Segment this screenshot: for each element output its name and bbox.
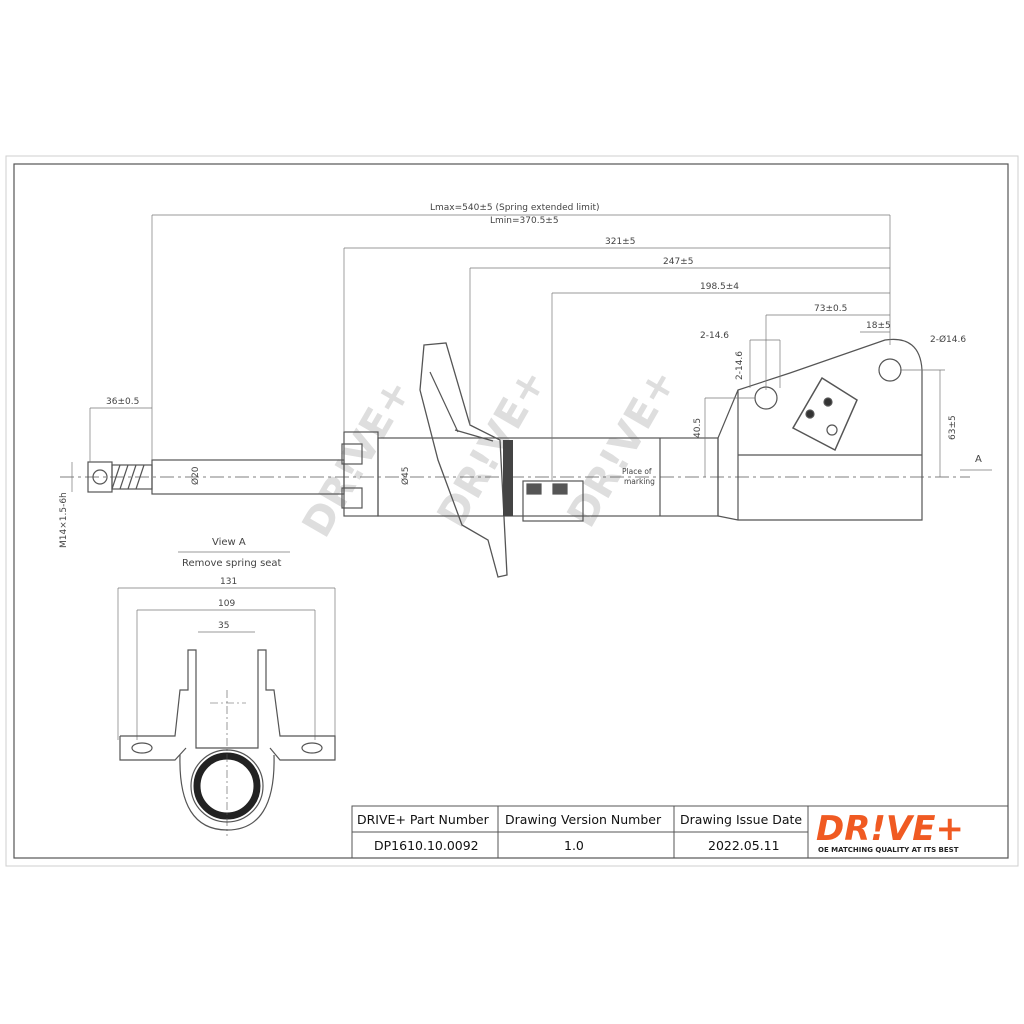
label-place-of-marking-2: marking: [624, 477, 655, 486]
title-block-version: 1.0: [564, 838, 584, 853]
marking-plate: [791, 376, 858, 452]
watermark-2: DR!VE+: [429, 361, 556, 535]
dim-40: 40.5: [693, 418, 703, 438]
dim-73: 73±0.5: [814, 304, 847, 314]
mount-hole-left: [754, 386, 778, 410]
dim-63: 63±5: [948, 415, 958, 440]
dim-198: 198.5±4: [700, 282, 739, 292]
dim-hole-left: 2-14.6: [700, 331, 729, 341]
title-block-date: 2022.05.11: [708, 838, 780, 853]
dim-thread: M14×1.5-6h: [59, 492, 69, 548]
title-block-part-number: DP1610.10.0092: [374, 838, 479, 853]
dimension-lines: [71, 214, 992, 492]
title-block-date-header: Drawing Issue Date: [680, 812, 802, 827]
outer-frame: [5, 155, 1019, 867]
dim-36: 36±0.5: [106, 397, 139, 407]
dim-247: 247±5: [663, 257, 693, 267]
title-block-part-number-header: DRIVE+ Part Number: [357, 812, 490, 827]
view-a-dim-109: 109: [218, 599, 235, 609]
dim-hole-right: 2-Ø14.6: [930, 334, 966, 345]
title-block: [351, 805, 1009, 859]
shock-absorber-side-view: [60, 338, 970, 578]
dim-body-dia: Ø45: [400, 466, 411, 485]
drive-plus-logo: DR!VE+ OE MATCHING QUALITY AT ITS BEST: [816, 809, 964, 854]
view-a-title: View A: [212, 537, 246, 548]
view-a-bracket: [119, 649, 336, 761]
dim-18: 18±5: [866, 321, 891, 331]
view-a-dim-35: 35: [218, 621, 229, 631]
nut-hex-icon: [92, 469, 108, 485]
label-arrow-a: A: [975, 454, 982, 465]
sensor-bracket: [522, 480, 584, 522]
mount-hole-right: [878, 358, 902, 382]
spring-seat: [419, 342, 508, 578]
rubber-ring: [503, 440, 513, 516]
title-block-version-header: Drawing Version Number: [505, 812, 662, 827]
watermark-3: DR!VE+: [559, 361, 686, 535]
label-place-of-marking-1: Place of: [622, 467, 652, 476]
dim-321: 321±5: [605, 237, 635, 247]
dim-lmin: Lmin=370.5±5: [490, 216, 559, 226]
watermark-1: DR!VE+: [294, 371, 421, 545]
lower-knuckle: [717, 338, 923, 521]
dim-hole-left2: 2-14.6: [735, 351, 745, 380]
watermarks: DR!VE+ DR!VE+ DR!VE+: [294, 361, 686, 545]
logo-text: DR!VE+: [816, 809, 964, 849]
dim-rod-dia: Ø20: [190, 466, 201, 485]
view-a-note: Remove spring seat: [182, 558, 282, 569]
view-a-dim-131: 131: [220, 577, 237, 587]
view-a: View A Remove spring seat 131 109 35: [117, 537, 336, 836]
logo-tagline: OE MATCHING QUALITY AT ITS BEST: [818, 846, 959, 854]
dimension-texts: Lmax=540±5 (Spring extended limit) Lmin=…: [59, 203, 982, 548]
dim-lmax: Lmax=540±5 (Spring extended limit): [430, 203, 600, 213]
